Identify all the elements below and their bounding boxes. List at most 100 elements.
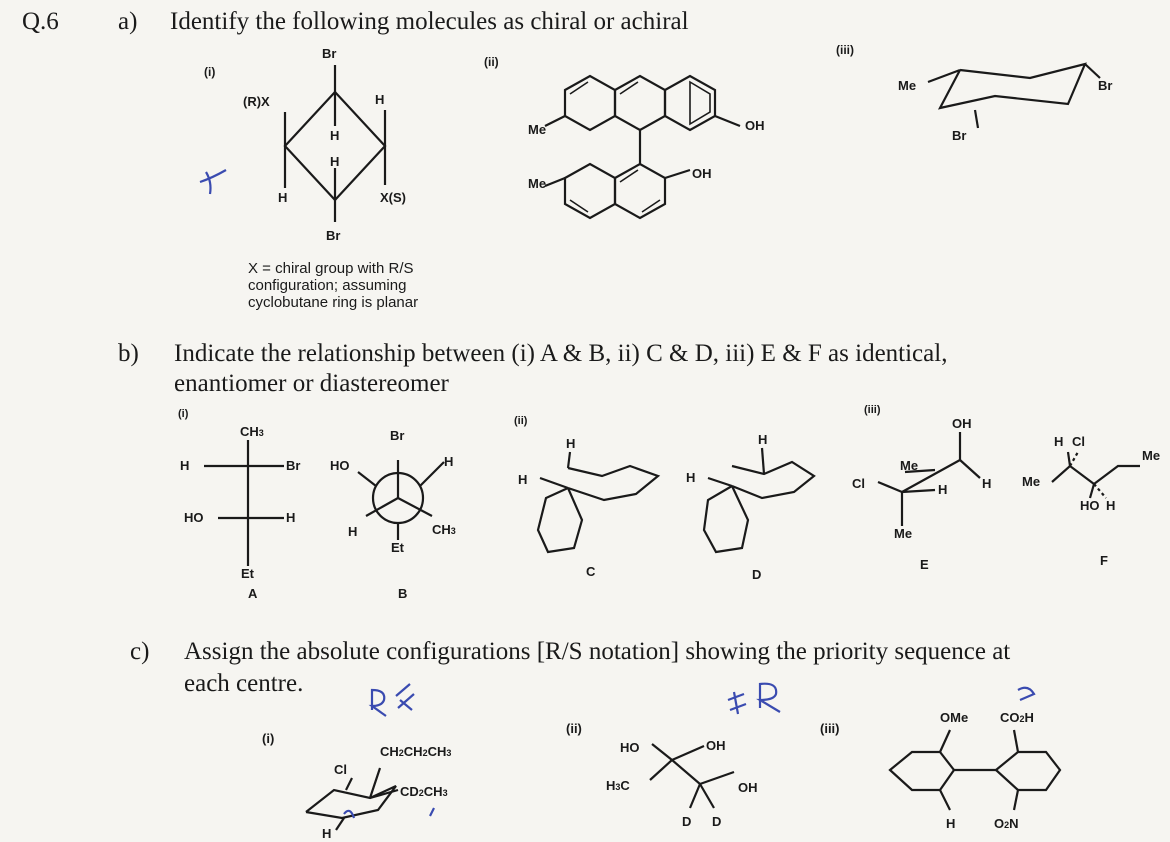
svg-text:H: H xyxy=(348,524,357,539)
svg-text:H: H xyxy=(278,190,287,205)
part-c-item-ii: (ii) xyxy=(566,721,582,736)
deuterated-triol-c-ii: HO OH H3C OH D D xyxy=(606,738,758,829)
svg-text:Cl: Cl xyxy=(1072,434,1085,449)
svg-text:H: H xyxy=(375,92,384,107)
svg-text:Cl: Cl xyxy=(334,762,347,777)
svg-text:X(S): X(S) xyxy=(380,190,406,205)
part-a-label: a) xyxy=(118,8,138,35)
part-b-text-line1: Indicate the relationship between (i) A … xyxy=(174,340,948,367)
cyclobutane-note: X = chiral group with R/S configuration;… xyxy=(248,260,418,311)
svg-text:Me: Me xyxy=(1142,448,1160,463)
svg-text:H: H xyxy=(1054,434,1063,449)
handwritten-annotations xyxy=(343,682,1036,819)
svg-text:H: H xyxy=(330,154,339,169)
svg-text:H: H xyxy=(286,510,295,525)
svg-text:(R)X: (R)X xyxy=(243,94,270,109)
svg-text:CO2H: CO2H xyxy=(1000,710,1034,725)
svg-text:CH2CH2CH3: CH2CH2CH3 xyxy=(380,744,451,759)
svg-text:Me: Me xyxy=(900,458,918,473)
svg-text:Br: Br xyxy=(390,428,404,443)
svg-text:Me: Me xyxy=(528,176,546,191)
svg-text:H: H xyxy=(518,472,527,487)
biaryl-structure-c-iii: OMe CO2H H O2N xyxy=(888,710,1062,831)
svg-text:Me: Me xyxy=(894,526,912,541)
svg-text:CH3: CH3 xyxy=(240,424,264,439)
cyclohexane-chair-structure: Me Br Br xyxy=(898,62,1112,143)
compound-label-a: A xyxy=(248,586,258,601)
svg-text:H: H xyxy=(330,128,339,143)
compound-label-d: D xyxy=(752,567,762,582)
svg-text:HO: HO xyxy=(184,510,204,525)
zigzag-structure-f: H Cl Me Me HO H xyxy=(1022,434,1160,513)
part-b-item-ii: (ii) xyxy=(514,415,528,427)
part-c-item-iii: (iii) xyxy=(820,721,840,736)
svg-text:H: H xyxy=(982,476,991,491)
svg-text:HO: HO xyxy=(620,740,640,755)
svg-text:Me: Me xyxy=(1022,474,1040,489)
handwritten-cross-mark xyxy=(199,169,227,195)
svg-text:Me: Me xyxy=(528,122,546,137)
fischer-projection-a: CH3 H Br HO H Et xyxy=(180,424,300,581)
part-b-item-i: (i) xyxy=(178,408,189,420)
part-c-text-line1: Assign the absolute configurations [R/S … xyxy=(184,638,1011,665)
svg-text:Br: Br xyxy=(326,228,340,243)
part-b-text-line2: enantiomer or diastereomer xyxy=(174,370,449,397)
svg-text:OH: OH xyxy=(738,780,758,795)
svg-text:HO: HO xyxy=(330,458,350,473)
svg-text:D: D xyxy=(682,814,691,829)
svg-text:H: H xyxy=(1106,498,1115,513)
part-a-item-iii: (iii) xyxy=(836,43,854,57)
svg-text:OH: OH xyxy=(692,166,712,181)
svg-text:CD2CH3: CD2CH3 xyxy=(400,784,448,799)
svg-text:OH: OH xyxy=(952,416,972,431)
svg-text:Br: Br xyxy=(952,128,966,143)
svg-text:H: H xyxy=(180,458,189,473)
svg-text:Br: Br xyxy=(322,46,336,61)
question-number: Q.6 xyxy=(22,8,59,35)
svg-text:D: D xyxy=(712,814,721,829)
svg-text:H: H xyxy=(938,482,947,497)
svg-text:Et: Et xyxy=(241,566,255,581)
part-a-item-i: (i) xyxy=(204,65,216,79)
part-b-label: b) xyxy=(118,340,139,367)
svg-text:H: H xyxy=(566,436,575,451)
svg-text:H: H xyxy=(444,454,453,469)
compound-label-c: C xyxy=(586,564,596,579)
part-c-text-line2: each centre. xyxy=(184,670,304,697)
svg-text:H: H xyxy=(946,816,955,831)
svg-text:OMe: OMe xyxy=(940,710,968,725)
svg-text:Et: Et xyxy=(391,540,405,555)
svg-text:H: H xyxy=(758,432,767,447)
svg-text:Br: Br xyxy=(1098,78,1112,93)
svg-text:H: H xyxy=(686,470,695,485)
note-line-3: cyclobutane ring is planar xyxy=(248,294,419,311)
part-a-text: Identify the following molecules as chir… xyxy=(170,8,689,35)
compound-label-e: E xyxy=(920,557,929,572)
biaryl-structure: Me OH Me OH xyxy=(528,74,765,220)
part-c-label: c) xyxy=(130,638,150,665)
svg-text:H: H xyxy=(322,826,331,841)
svg-text:HO: HO xyxy=(1080,498,1100,513)
svg-text:O2N: O2N xyxy=(994,816,1019,831)
svg-text:Br: Br xyxy=(286,458,300,473)
compound-label-b: B xyxy=(398,586,408,601)
svg-text:Me: Me xyxy=(898,78,916,93)
sawhorse-structure-e: OH Me H Cl H Me xyxy=(852,416,991,541)
svg-text:Cl: Cl xyxy=(852,476,865,491)
part-b-item-iii: (iii) xyxy=(864,404,881,416)
substituted-cyclohexane-c-i: CH2CH2CH3 CD2CH3 Cl H xyxy=(305,744,451,841)
svg-text:OH: OH xyxy=(706,738,726,753)
svg-text:OH: OH xyxy=(745,118,765,133)
cyclobutane-structure: Br (R)X H H H H X(S) Br xyxy=(243,46,406,243)
newman-projection-b: Br HO H H CH3 Et xyxy=(330,428,456,555)
compound-label-f: F xyxy=(1100,553,1108,568)
bicyclic-structure-c: H H xyxy=(518,436,661,554)
bicyclic-structure-d: H H xyxy=(686,432,816,554)
note-line-2: configuration; assuming xyxy=(248,277,407,294)
part-c-item-i: (i) xyxy=(262,731,275,746)
svg-text:CH3: CH3 xyxy=(432,522,456,537)
note-line-1: X = chiral group with R/S xyxy=(248,260,414,277)
part-a-item-ii: (ii) xyxy=(484,55,499,69)
svg-text:H3C: H3C xyxy=(606,778,630,793)
